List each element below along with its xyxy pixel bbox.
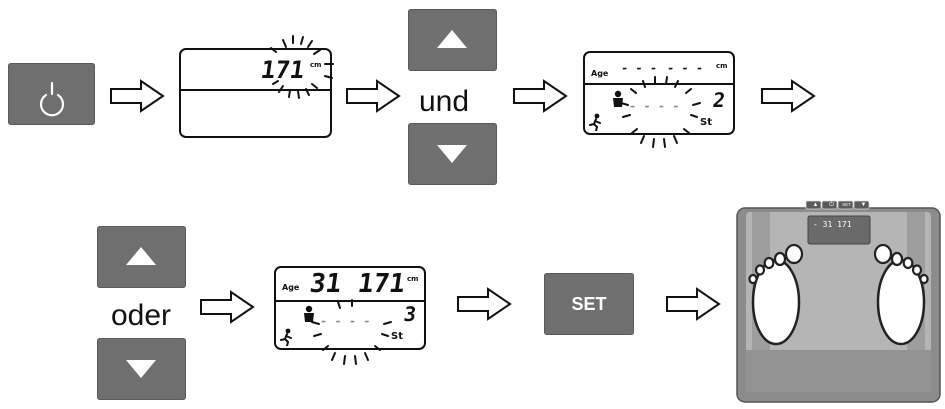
- running-person-icon: [280, 328, 292, 346]
- scale-button-power: ⏻: [829, 202, 834, 208]
- arrow-right-icon: [666, 287, 721, 321]
- arrow-right-icon: [200, 290, 255, 324]
- up-button[interactable]: [408, 9, 497, 71]
- lcd-display-user: Age cm - - - - - - - - - - 2 St: [583, 51, 735, 148]
- arrow-right-icon: [110, 79, 165, 113]
- body-scale: ▲ ⏻ SET ▼ - 31 171: [736, 200, 941, 404]
- unit-label: cm: [407, 275, 419, 283]
- triangle-down-icon: [437, 145, 467, 163]
- scale-button-set: SET: [842, 202, 851, 207]
- scale-illustration: [736, 200, 941, 403]
- running-person-icon: [589, 113, 601, 131]
- age-label: Age: [591, 69, 609, 78]
- triangle-down-icon: [126, 360, 156, 378]
- set-label: SET: [571, 294, 607, 314]
- arrow-right-icon: [513, 79, 568, 113]
- scale-display-text: - 31 171: [813, 220, 852, 229]
- scale-button-up: ▲: [812, 202, 819, 208]
- arrow-right-icon: [761, 79, 816, 113]
- blink-rays-icon: [270, 35, 334, 99]
- oder-label: oder: [111, 299, 172, 332]
- und-label: und: [419, 85, 470, 118]
- set-button[interactable]: SET: [544, 273, 634, 335]
- scale-button-down: ▼: [860, 202, 867, 208]
- unit-label: cm: [310, 61, 322, 69]
- lcd-display-summary: Age 31 171 cm - - - - 3 St: [274, 266, 426, 365]
- arrow-right-icon: [457, 287, 512, 321]
- blink-rays-icon: [620, 76, 701, 148]
- unit-label: cm: [716, 62, 728, 70]
- age-label: Age: [282, 283, 300, 292]
- st-label: St: [391, 331, 403, 342]
- person-icon: [304, 305, 314, 322]
- down-button[interactable]: [408, 123, 497, 185]
- triangle-up-icon: [437, 30, 467, 48]
- down-button[interactable]: [97, 338, 186, 400]
- up-button[interactable]: [97, 226, 186, 288]
- triangle-up-icon: [126, 247, 156, 265]
- lcd-display-height: 171 cm: [179, 35, 334, 138]
- power-icon: [39, 81, 65, 117]
- age-dashes: - - -: [620, 61, 659, 75]
- st-label: St: [700, 117, 712, 128]
- power-button[interactable]: [8, 63, 95, 125]
- person-icon: [613, 90, 623, 107]
- height-dashes: - - -: [666, 61, 705, 75]
- blink-rays-icon: [311, 299, 392, 365]
- arrow-right-icon: [346, 79, 401, 113]
